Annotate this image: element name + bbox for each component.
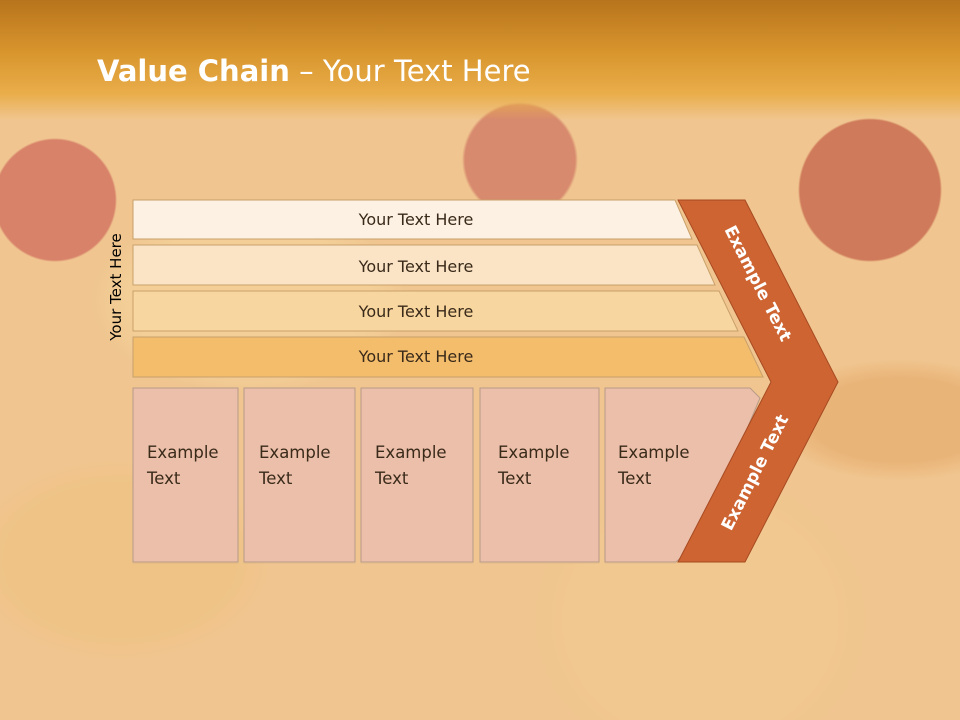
page-title: Value Chain – Your Text Here — [97, 54, 531, 88]
activity-box-5-line2: Text — [617, 469, 652, 488]
row-2-shape — [132, 244, 716, 286]
reflection-box-3 — [360, 563, 474, 720]
reflection-box-3-line1: Example — [375, 664, 447, 683]
row-1: Your Text Here — [132, 199, 693, 240]
activity-box-4-shape — [479, 387, 600, 563]
activity-box-2: Example Text — [243, 387, 356, 563]
activity-box-5-line1: Example — [618, 443, 690, 462]
reflection-box-3-line2: Text — [374, 638, 409, 657]
side-label: Your Text Here — [107, 233, 125, 341]
title-bold: Value Chain — [97, 54, 290, 88]
activity-box-2-line1: Example — [259, 443, 331, 462]
activity-box-1: Example Text — [132, 387, 239, 563]
row-4-shape — [132, 336, 764, 378]
row-3-label: Your Text Here — [358, 302, 474, 321]
activity-box-1-shape — [132, 387, 239, 563]
reflection: Example Text Example Text Example Text E… — [132, 563, 826, 720]
row-2-label: Your Text Here — [358, 257, 474, 276]
row-4: Your Text Here — [132, 336, 764, 378]
row-4-label: Your Text Here — [358, 347, 474, 366]
activity-box-3-shape — [360, 387, 474, 563]
reflection-box-1 — [132, 563, 239, 720]
row-1-shape — [132, 199, 693, 240]
activity-box-4: Example Text — [479, 387, 600, 563]
row-3: Your Text Here — [132, 290, 739, 332]
chevron-shape — [677, 199, 839, 563]
reflection-box-4-line1: Example — [498, 664, 570, 683]
title-bar — [0, 0, 960, 120]
row-2: Your Text Here — [132, 244, 716, 286]
reflection-box-5-line2: Text — [617, 638, 652, 657]
reflection-box-2-line1: Example — [259, 664, 331, 683]
activity-box-4-line1: Example — [498, 443, 570, 462]
activity-box-1-line2: Text — [146, 469, 181, 488]
row-3-shape — [132, 290, 739, 332]
row-1-label: Your Text Here — [358, 210, 474, 229]
reflection-chevron — [678, 564, 826, 720]
activity-box-1-line1: Example — [147, 443, 219, 462]
reflection-box-5 — [604, 563, 758, 720]
activity-box-3: Example Text — [360, 387, 474, 563]
reflection-box-4-line2: Text — [497, 638, 532, 657]
activity-box-5: Example Text — [604, 387, 761, 563]
reflection-box-4 — [479, 563, 600, 720]
activity-box-2-line2: Text — [258, 469, 293, 488]
activity-box-4-line2: Text — [497, 469, 532, 488]
reflection-box-2 — [243, 563, 356, 720]
title-separator: – — [289, 54, 323, 88]
reflection-box-5-line1: Example — [618, 664, 690, 683]
reflection-box-2-line2: Text — [258, 638, 293, 657]
reflection-box-1-line1: Example — [147, 664, 219, 683]
activity-box-3-line2: Text — [374, 469, 409, 488]
activity-box-2-shape — [243, 387, 356, 563]
reflection-box-1-line2: Text — [146, 638, 181, 657]
activity-box-3-line1: Example — [375, 443, 447, 462]
title-rest: Your Text Here — [322, 54, 531, 88]
